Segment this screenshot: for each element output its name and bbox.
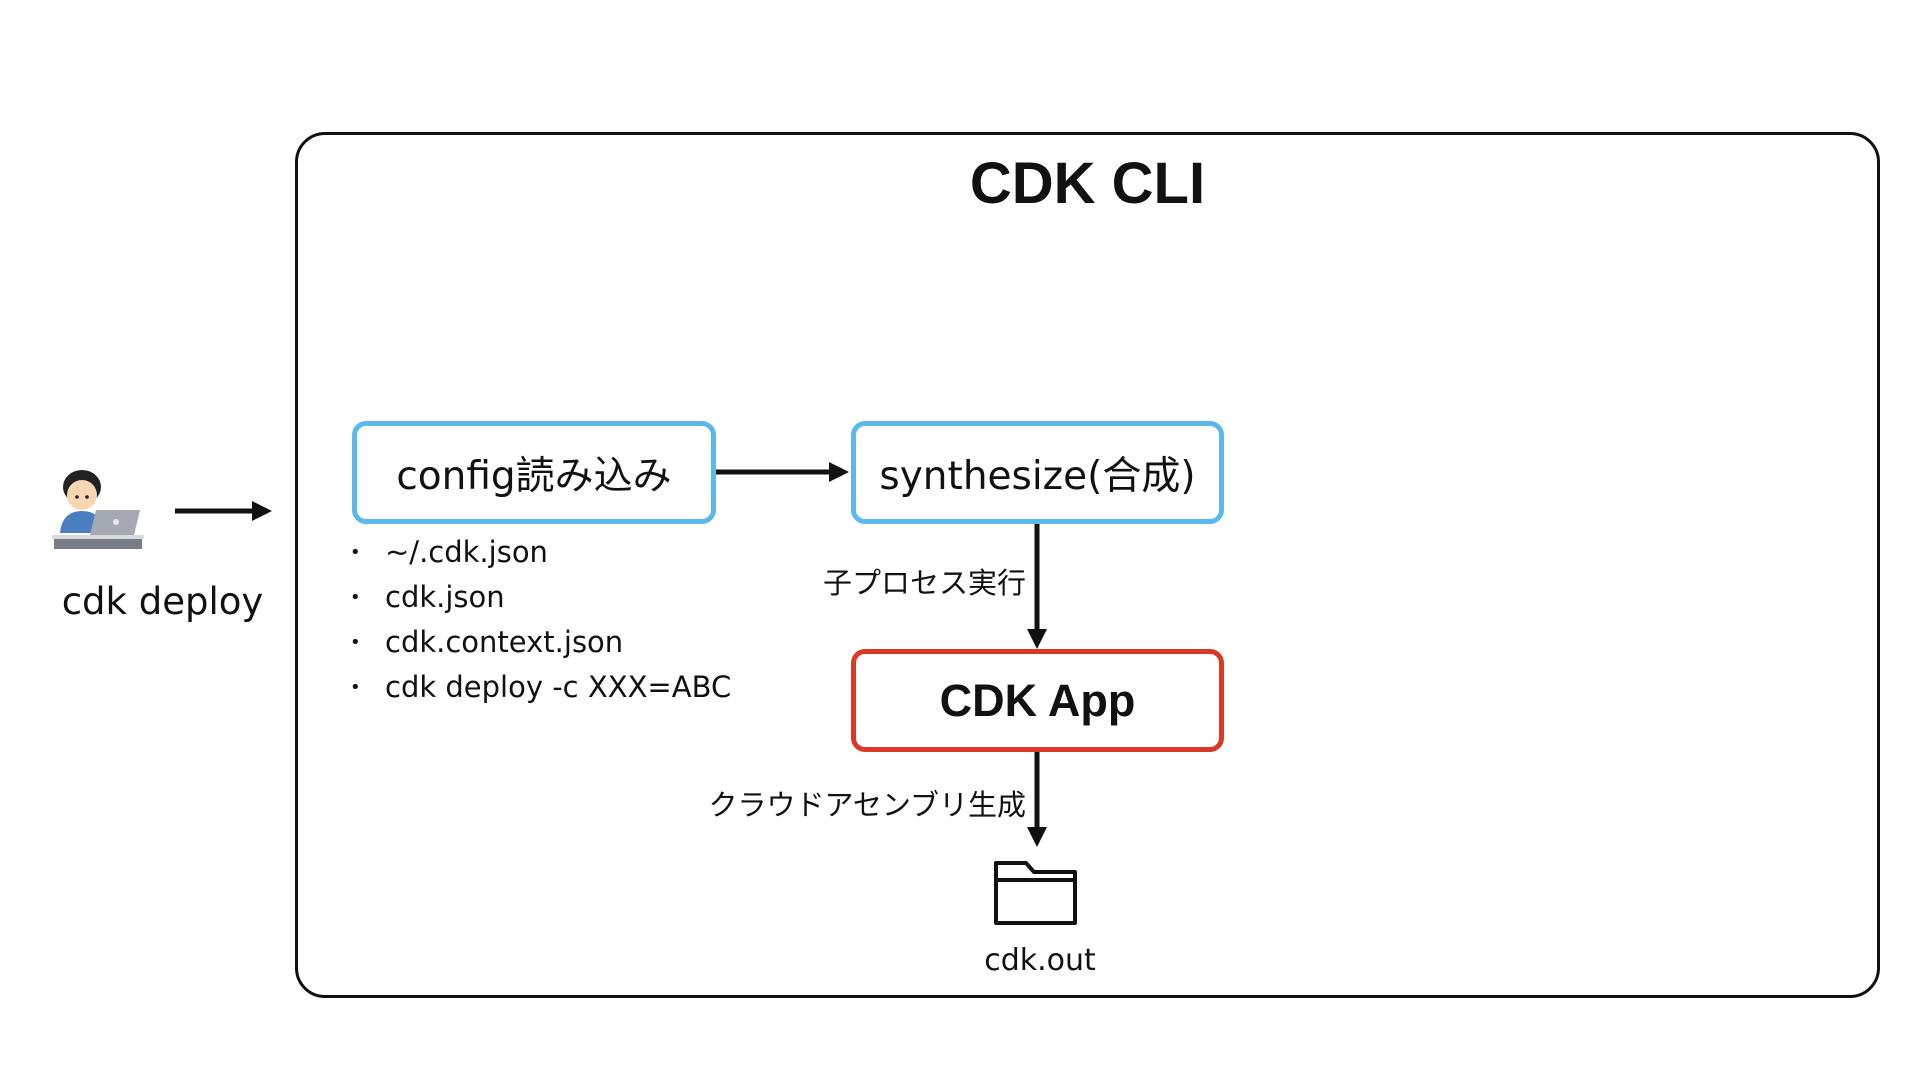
output-caption: cdk.out bbox=[984, 943, 1096, 978]
cdk-cli-frame bbox=[295, 132, 1880, 998]
person-at-laptop-icon bbox=[50, 465, 145, 555]
cdk-cli-title: CDK CLI bbox=[969, 151, 1206, 216]
app-to-output-arrow bbox=[1027, 752, 1047, 847]
config-to-synthesize-arrow bbox=[716, 462, 849, 482]
cdk-app-node: CDK App bbox=[851, 649, 1224, 752]
config-source-text: ~/.cdk.json bbox=[385, 535, 548, 569]
folder-icon bbox=[993, 858, 1078, 926]
bullet-icon: • bbox=[350, 677, 361, 698]
config-source-item: • cdk.json bbox=[350, 575, 731, 620]
config-load-label: config読み込み bbox=[396, 453, 672, 499]
bullet-icon: • bbox=[350, 587, 361, 608]
config-load-node: config読み込み bbox=[352, 421, 716, 524]
config-source-text: cdk deploy -c XXX=ABC bbox=[385, 670, 732, 704]
config-source-item: • cdk deploy -c XXX=ABC bbox=[350, 665, 731, 710]
synthesize-to-app-arrow bbox=[1027, 524, 1047, 649]
assembly-edge-label: クラウドアセンブリ生成 bbox=[708, 788, 1026, 822]
bullet-icon: • bbox=[350, 632, 361, 653]
user-to-cli-arrow bbox=[175, 501, 272, 521]
synthesize-node: synthesize(合成) bbox=[851, 421, 1224, 524]
config-source-item: • cdk.context.json bbox=[350, 620, 731, 665]
config-source-item: • ~/.cdk.json bbox=[350, 530, 731, 575]
config-source-text: cdk.context.json bbox=[385, 625, 624, 659]
synthesize-label: synthesize(合成) bbox=[879, 453, 1196, 499]
subprocess-edge-label: 子プロセス実行 bbox=[822, 566, 1026, 600]
cdk-app-label: CDK App bbox=[939, 674, 1136, 726]
config-source-text: cdk.json bbox=[385, 580, 505, 614]
bullet-icon: • bbox=[350, 542, 361, 563]
user-command-caption: cdk deploy bbox=[61, 580, 264, 623]
config-source-list: • ~/.cdk.json • cdk.json • cdk.context.json… bbox=[350, 530, 731, 710]
